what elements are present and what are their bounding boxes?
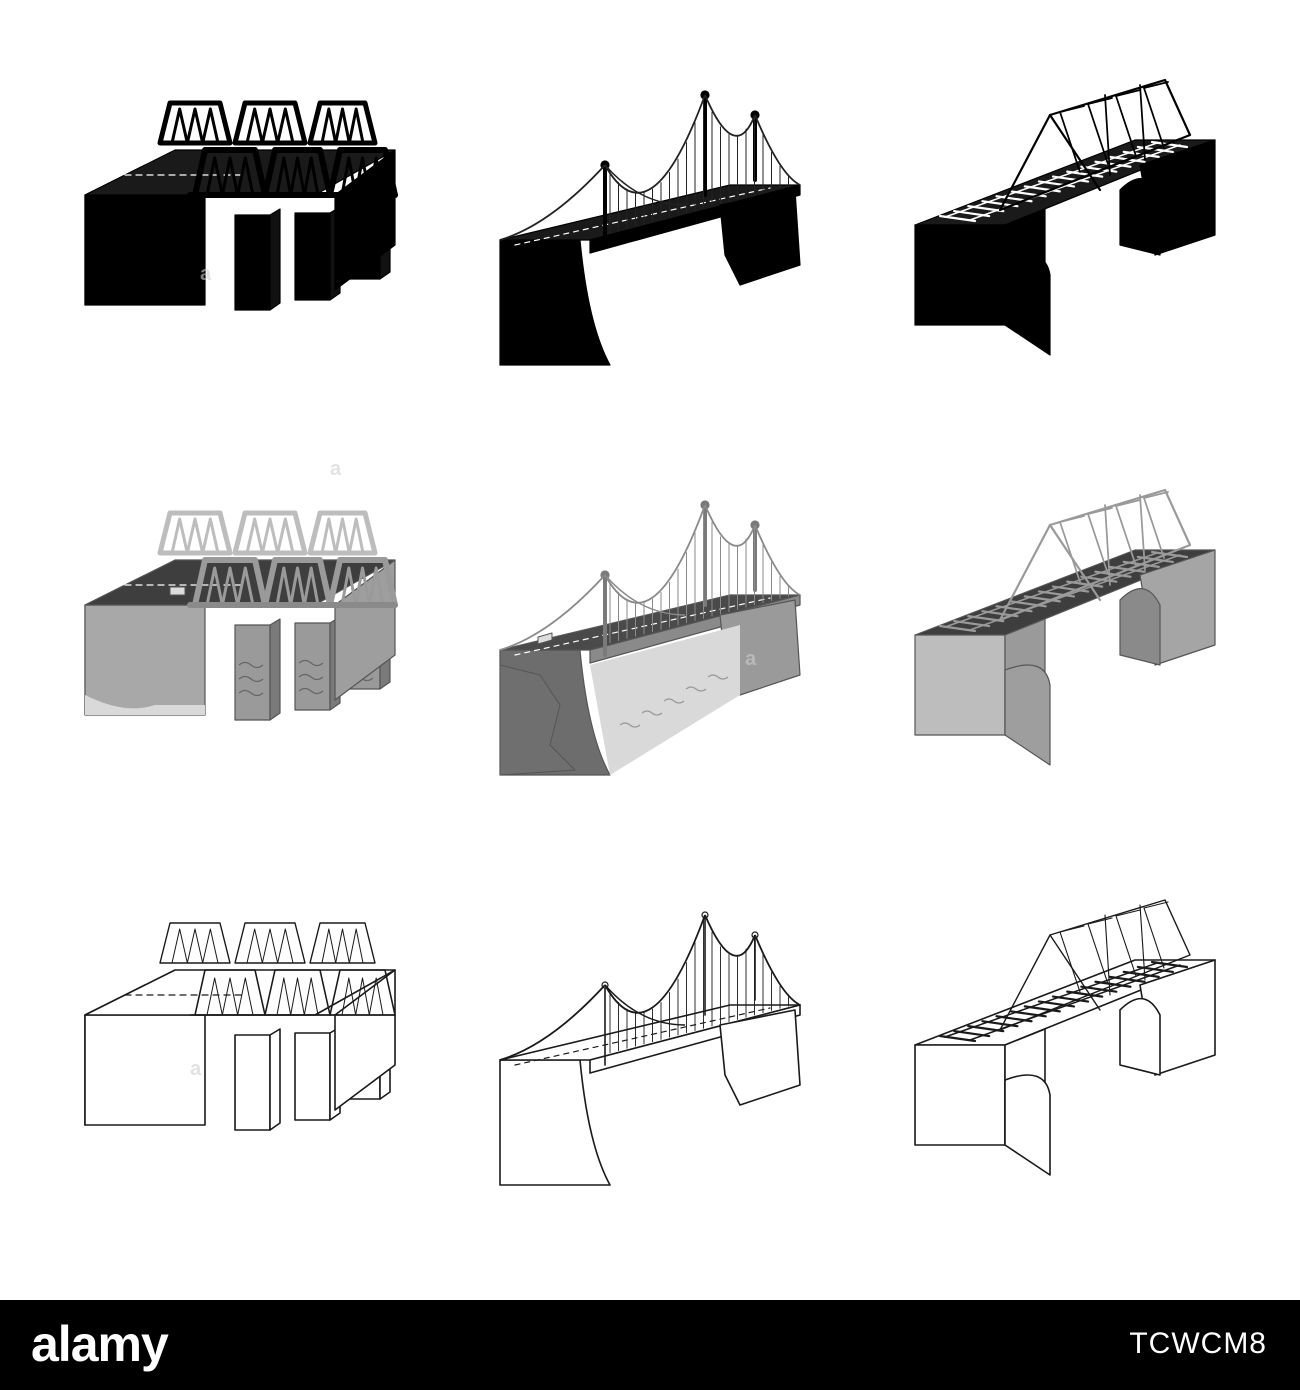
outline-railway-bridge-icon <box>914 899 1216 1176</box>
outline-suspension-bridge-icon <box>499 911 801 1186</box>
solid-railway-bridge-icon <box>914 78 1216 356</box>
monochrome-truss-bridge-icon <box>84 510 398 721</box>
outline-truss-bridge-icon <box>84 922 396 1131</box>
alamy-logo: alamy <box>31 1316 169 1372</box>
icon-grid-canvas: a a a a <box>84 78 1216 1186</box>
watermark-glyph: a <box>330 458 342 480</box>
bridge-icon-grid: a a a a <box>84 78 1216 1186</box>
watermark-glyph: a <box>200 263 212 285</box>
monochrome-railway-bridge-icon <box>914 488 1216 766</box>
watermark-glyph: a <box>190 1058 202 1080</box>
solid-truss-bridge-icon <box>84 100 398 311</box>
stock-footer-bar: alamy TCWCM8 <box>0 1300 1300 1390</box>
watermark-glyph: a <box>745 648 757 670</box>
monochrome-suspension-bridge-icon <box>499 500 801 776</box>
logo-text: alamy <box>31 1316 169 1372</box>
solid-suspension-bridge-icon <box>499 90 801 366</box>
image-id-label: TCWCM8 <box>1129 1327 1267 1360</box>
